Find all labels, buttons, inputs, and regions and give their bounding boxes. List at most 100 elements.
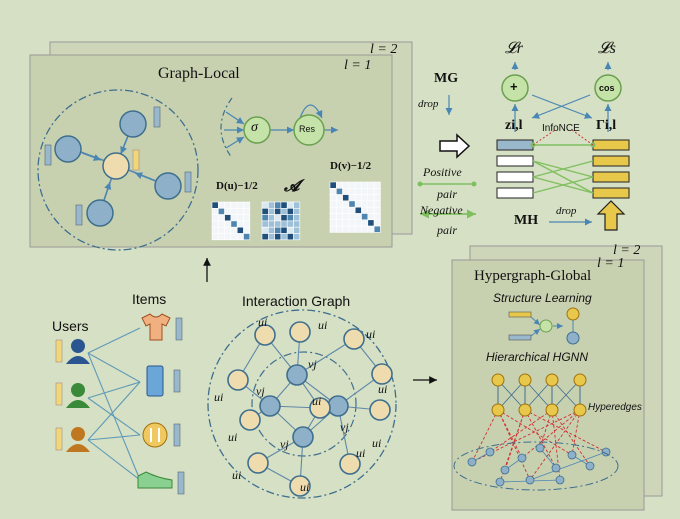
- hypergraph-global-title: Hypergraph-Global: [474, 268, 592, 284]
- user-node-label: ui: [214, 390, 224, 404]
- hypergraph-node: [555, 475, 565, 485]
- drop-bottom-label: drop: [556, 205, 577, 217]
- item-node-label: vj: [340, 420, 349, 434]
- user-icon: [66, 339, 90, 364]
- layer-label-front: l = 1: [344, 58, 372, 73]
- user-node: [227, 369, 249, 391]
- user-node: [343, 328, 365, 350]
- item-node-label: vj: [308, 357, 317, 371]
- graph-local-panel: [29, 41, 413, 251]
- user-node-label: ui: [300, 480, 310, 494]
- hyper-layer-label-back: l = 2: [613, 243, 641, 258]
- user-node-label: ui: [318, 318, 328, 332]
- degree-matrix-u: [211, 201, 251, 241]
- hyperedge-line: [529, 409, 581, 481]
- hyper-layer-label-front: l = 1: [597, 256, 625, 271]
- user-node-label: ui: [258, 315, 268, 329]
- res-label: Res: [299, 124, 316, 134]
- hyperedge-line: [524, 409, 557, 469]
- hyperedge-line: [551, 409, 561, 481]
- user-node: [254, 324, 276, 346]
- z-label: zi,l: [505, 118, 523, 133]
- sum-label: +: [510, 79, 518, 94]
- adjacency-label: 𝓐: [284, 178, 300, 195]
- gamma-label: Γi,l: [596, 118, 617, 133]
- food-icon: [142, 422, 168, 448]
- hyperedge-line: [497, 409, 531, 481]
- hgnn-node: [573, 403, 587, 417]
- user-node-label: ui: [228, 430, 238, 444]
- user-node: [339, 453, 361, 475]
- hypergraph-node: [485, 447, 495, 457]
- user-node: [239, 409, 261, 431]
- gold-up-arrow: [596, 200, 626, 231]
- residual-node: [293, 114, 325, 146]
- hyperedges-label: Hyperedges: [588, 402, 642, 413]
- degree-matrix-v: [329, 181, 381, 233]
- hgnn-node: [545, 373, 559, 387]
- graph-local-title: Graph-Local: [158, 65, 240, 82]
- hypergraph-node: [525, 475, 535, 485]
- hypergraph-node: [467, 457, 477, 467]
- users-title: Users: [52, 318, 89, 334]
- user-node: [289, 321, 311, 343]
- hyperedge-line: [551, 409, 591, 467]
- user-node-label: ui: [372, 436, 382, 450]
- positive-label: Positive: [423, 165, 462, 179]
- hgnn-node: [491, 403, 505, 417]
- hypergraph-node: [535, 443, 545, 453]
- center-connectors: [417, 95, 477, 219]
- user-node: [371, 363, 393, 385]
- shoe-icon: [137, 471, 173, 489]
- hypergraph-global-panel: [451, 245, 663, 511]
- local-node: [119, 110, 147, 138]
- hierarchical-hgnn-label: Hierarchical HGNN: [486, 350, 589, 364]
- item-node-label: vj: [280, 437, 289, 451]
- hyperedge-line: [489, 409, 553, 453]
- hgnn-node: [573, 373, 587, 387]
- interaction-graph-title: Interaction Graph: [242, 293, 351, 309]
- user-icon: [66, 383, 90, 408]
- user-node: [247, 452, 269, 474]
- local-graph-boundary: [37, 89, 199, 251]
- user-node-label: ui: [356, 446, 366, 460]
- hgnn-node: [518, 403, 532, 417]
- item-node: [286, 364, 308, 386]
- mh-label: MH: [514, 213, 539, 228]
- hypergraph-node: [517, 453, 527, 463]
- shirt-icon: [141, 313, 171, 341]
- hyperedge-line: [499, 409, 526, 483]
- degree-u-label: D(u)−1/2: [216, 180, 258, 192]
- local-node: [54, 135, 82, 163]
- mg-label: MG: [434, 71, 459, 86]
- sigma-label: σ: [251, 120, 258, 135]
- loss-s-label: 𝓛s: [598, 40, 616, 57]
- positive-pair-label: pair: [437, 187, 458, 201]
- hollow-right-arrow: [439, 133, 471, 159]
- hgnn-node: [518, 373, 532, 387]
- hyperedge-line: [497, 409, 523, 459]
- hgnn-node: [545, 403, 559, 417]
- negative-pair-label: pair: [437, 223, 458, 237]
- user-node-label: ui: [232, 468, 242, 482]
- loss-r-label: 𝓛r: [505, 40, 523, 57]
- interaction-edge: [296, 338, 355, 376]
- item-node: [327, 395, 349, 417]
- interaction-graph: [207, 309, 397, 499]
- user-node-label: ui: [312, 394, 322, 408]
- local-node: [154, 172, 182, 200]
- items-title: Items: [132, 291, 167, 307]
- layer-label-back: l = 2: [370, 42, 398, 57]
- user-node: [309, 397, 331, 419]
- negative-label: Negative: [420, 203, 463, 217]
- drop-top-label: drop: [418, 98, 439, 110]
- hyperedge-line: [497, 409, 573, 456]
- local-center-node: [102, 152, 130, 180]
- degree-v-label: D(v)−1/2: [330, 160, 372, 172]
- hypergraph-node: [585, 461, 595, 471]
- hypergraph-node: [551, 463, 561, 473]
- hyperedge-line: [539, 409, 553, 449]
- hypergraph-node: [500, 465, 510, 475]
- cosine-node: [594, 74, 622, 102]
